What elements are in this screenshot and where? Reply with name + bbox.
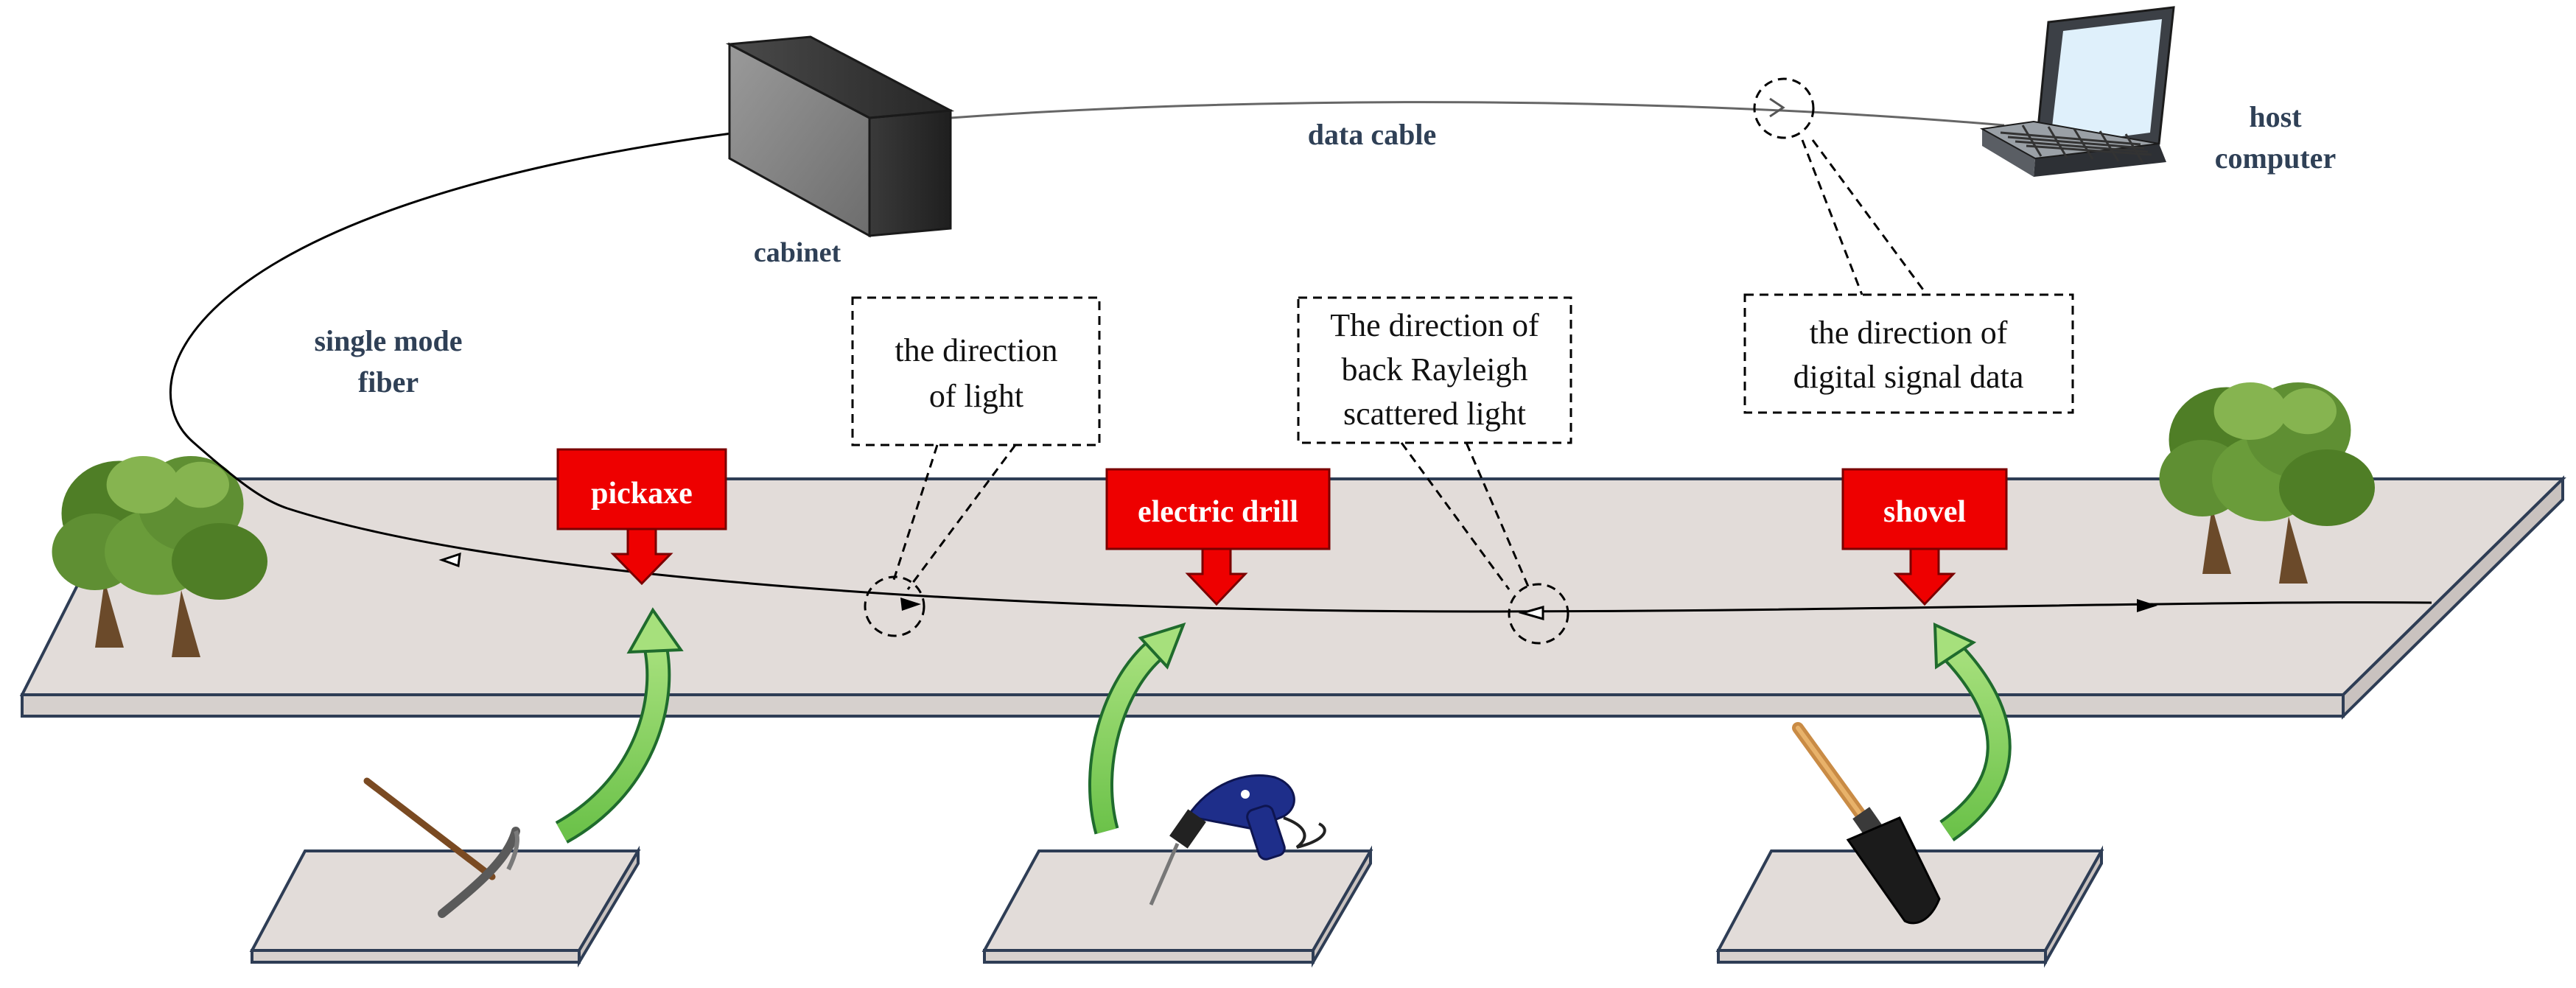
event-label-pickaxe: pickaxe — [591, 477, 693, 511]
event-tag-electric-drill: electric drill — [1105, 468, 1331, 606]
callout-rayleigh-line2: back Rayleigh — [1342, 351, 1528, 388]
callout-digital-line2: digital signal data — [1793, 359, 2024, 395]
callout-rayleigh-line1: The direction of — [1330, 307, 1539, 343]
fiber-arrow-forward-2 — [2137, 599, 2157, 612]
host-computer-label-line2: computer — [2215, 141, 2336, 175]
data-cable-line — [950, 101, 2005, 127]
fiber-line-road — [287, 507, 2432, 613]
callout-digital-signal-direction: the direction of digital signal data — [1743, 77, 2074, 414]
event-label-electric-drill: electric drill — [1138, 495, 1298, 529]
event-tag-pickaxe: pickaxe — [556, 448, 727, 586]
green-arrow-pickaxe — [555, 607, 684, 844]
single-mode-fiber-label-line1: single mode — [314, 324, 462, 357]
callout-rayleigh-direction: The direction of back Rayleigh scattered… — [1297, 296, 1572, 645]
platform-drill — [981, 845, 1373, 968]
single-mode-fiber-label-line2: fiber — [358, 365, 419, 399]
callout-light-line1: the direction — [895, 332, 1057, 368]
event-label-shovel: shovel — [1883, 495, 1966, 529]
cabinet-label: cabinet — [754, 237, 841, 268]
fiber-arrow-forward-1 — [900, 598, 921, 611]
shovel-icon — [1792, 722, 1941, 925]
data-cable-arrow — [1769, 97, 1785, 118]
single-mode-fiber-loop — [169, 131, 738, 510]
callout-digital-line1: the direction of — [1810, 315, 2008, 351]
callout-light-line2: of light — [929, 378, 1023, 414]
laptop-icon — [1979, 6, 2175, 177]
event-tag-shovel: shovel — [1841, 468, 2008, 606]
fiber-arrow-backscatter-center — [1518, 606, 1544, 620]
platform-pickaxe — [249, 845, 641, 968]
data-cable-label: data cable — [1308, 118, 1436, 151]
cabinet-icon — [725, 35, 955, 238]
pickaxe-icon — [363, 777, 520, 918]
host-computer-label-line1: host — [2249, 100, 2302, 133]
green-arrow-shovel — [1933, 622, 2012, 841]
callout-light-direction: the direction of light — [851, 296, 1101, 637]
green-arrow-drill — [1088, 622, 1186, 835]
electric-drill-icon — [1149, 774, 1326, 905]
callout-rayleigh-line3: scattered light — [1343, 396, 1526, 432]
fiber-arrow-backscatter-left — [438, 552, 461, 568]
